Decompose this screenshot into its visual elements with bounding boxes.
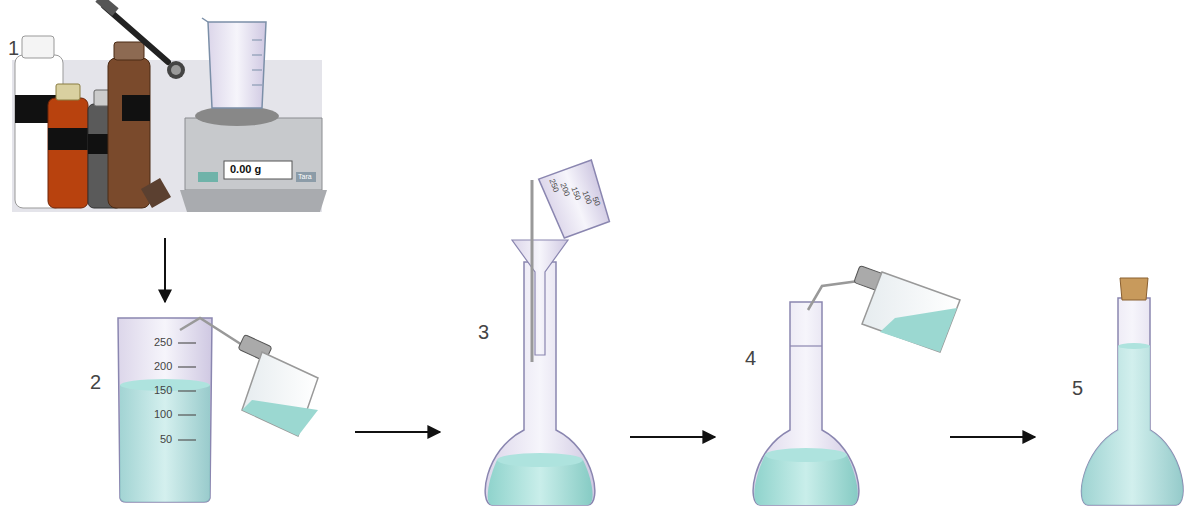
step-number: 2 <box>90 372 101 392</box>
step-number: 4 <box>745 348 756 368</box>
step-arrow <box>355 431 440 433</box>
step-arrow <box>164 238 166 302</box>
stoppered-flask <box>1081 278 1183 505</box>
button-label: Tara <box>298 173 312 180</box>
pouring-beaker <box>539 160 614 239</box>
volumetric-flask <box>753 302 859 505</box>
graduation-mark: 50 <box>160 434 172 445</box>
beaker-on-balance <box>202 18 266 108</box>
stirring-rod <box>531 180 534 362</box>
step-number: 1 <box>8 38 19 58</box>
balance-display: 0.00 g <box>230 164 261 175</box>
spatula <box>95 0 185 79</box>
balance <box>180 106 327 212</box>
graduation-mark: 200 <box>154 361 172 372</box>
reagent-bottles <box>15 36 171 208</box>
graduation-mark: 250 <box>154 337 172 348</box>
graduation-mark: 150 <box>154 385 172 396</box>
step-arrow <box>950 436 1035 438</box>
wash-bottle <box>808 265 960 352</box>
wash-bottle <box>180 318 318 436</box>
step-arrow <box>630 436 715 438</box>
step-number: 3 <box>478 322 489 342</box>
beaker <box>118 318 212 502</box>
step-number: 5 <box>1072 378 1083 398</box>
graduation-mark: 100 <box>154 409 172 420</box>
funnel <box>512 240 568 355</box>
